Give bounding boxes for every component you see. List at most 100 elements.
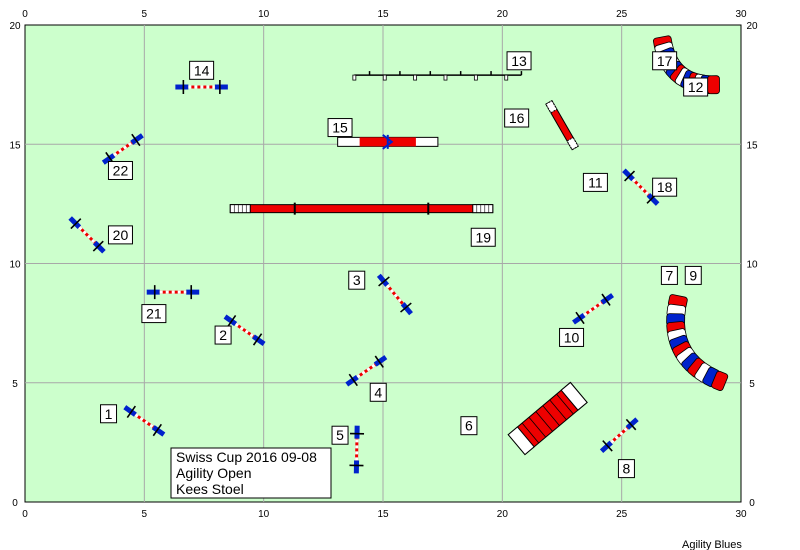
jump-upright: [226, 314, 237, 328]
number-box: [470, 227, 496, 247]
tunnel-segment: [528, 417, 546, 438]
axis-tick-bottom: 30: [735, 509, 747, 520]
jump-upright: [374, 355, 384, 368]
number-label: 5: [336, 427, 344, 443]
weave-pole: [473, 74, 478, 81]
axis-tick-right: 0: [749, 498, 755, 509]
number-box: [214, 325, 232, 345]
class-name: Agility Open: [176, 465, 251, 481]
axis-tick-bottom: 15: [377, 509, 389, 520]
curved-tunnel-segment: [711, 370, 729, 392]
jump-bar-stripes: [134, 413, 155, 429]
judge-name: Kees Stoel: [176, 481, 244, 497]
tunnel-segment: [556, 393, 574, 415]
axis-tick-left: 20: [9, 21, 21, 32]
number-box: [107, 160, 133, 180]
jump-wing: [373, 355, 388, 367]
number-box: [100, 404, 118, 424]
jump-upright: [575, 311, 585, 325]
jump-wing: [101, 153, 116, 165]
tunnel-segment: [542, 405, 560, 426]
jump-bar-stripes: [610, 426, 629, 444]
obstacle-number-18: 18: [652, 177, 678, 197]
jump-upright: [348, 373, 358, 387]
seesaw-obstacle: [337, 134, 439, 150]
jump-upright: [252, 333, 263, 346]
jump-wing: [186, 289, 200, 295]
obstacle-number-16: 16: [504, 108, 530, 128]
obstacle-number-22: 22: [107, 160, 133, 180]
jump-upright: [400, 302, 412, 313]
obstacle-number-8: 8: [617, 459, 635, 479]
number-box: [652, 177, 678, 197]
obstacle-number-12: 12: [683, 77, 709, 97]
number-label: 21: [146, 306, 162, 322]
jump-upright: [126, 405, 137, 419]
jump-wing: [223, 314, 238, 327]
number-box: [331, 425, 349, 445]
weave-pole: [352, 74, 357, 81]
obstacle-number-19: 19: [470, 227, 496, 247]
axis-tick-top: 5: [142, 9, 148, 20]
jump-obstacle: [345, 355, 388, 387]
obstacle-number-7: 7: [660, 265, 678, 285]
number-box: [189, 60, 215, 80]
curved-tunnel-obstacle: [666, 294, 729, 392]
number-box: [141, 304, 167, 324]
number-label: 7: [666, 267, 674, 283]
number-box: [107, 225, 133, 245]
jump-wing: [646, 193, 660, 206]
jump-bar-stripes: [234, 322, 255, 338]
tunnel-segment: [521, 422, 540, 444]
jump-bar-stripes: [113, 141, 133, 157]
jump-upright: [601, 293, 611, 306]
jump-obstacle: [175, 80, 228, 95]
obstacle-number-5: 5: [331, 425, 349, 445]
tunnel-segment: [549, 399, 567, 421]
obstacle-number-3: 3: [348, 270, 366, 290]
number-box: [506, 51, 532, 71]
axis-tick-bottom: 10: [258, 509, 270, 520]
number-box: [504, 108, 530, 128]
obstacle-number-6: 6: [460, 416, 478, 436]
dogwalk-plank: [229, 204, 494, 214]
number-label: 9: [689, 267, 697, 283]
jump-bar-stripes: [78, 226, 96, 244]
number-label: 3: [353, 272, 361, 288]
dogwalk-contact: [229, 204, 251, 214]
axis-tick-top: 0: [22, 9, 28, 20]
jump-wing: [92, 240, 106, 254]
jump-wing: [353, 460, 360, 474]
jump-obstacle: [376, 273, 413, 316]
weave-pole: [443, 74, 448, 81]
jump-obstacle: [349, 425, 365, 474]
obstacle-number-20: 20: [107, 225, 133, 245]
jump-wing: [214, 84, 228, 90]
number-label: 2: [219, 327, 227, 343]
number-label: 8: [623, 461, 631, 477]
number-box: [559, 327, 585, 347]
tunnel-exit: [560, 381, 588, 411]
axis-tick-bottom: 5: [142, 509, 148, 520]
axis-tick-top: 20: [497, 9, 509, 20]
jump-obstacle: [223, 314, 266, 347]
number-box: [617, 459, 635, 479]
jump-wing: [123, 405, 137, 417]
axis-tick-left: 15: [9, 140, 21, 151]
number-label: 17: [657, 53, 673, 69]
axis-tick-top: 30: [735, 9, 747, 20]
jump-bar-stripes: [356, 363, 377, 379]
jump-wing: [600, 293, 615, 305]
jump-bar-stripes: [632, 178, 650, 196]
number-label: 12: [688, 79, 704, 95]
axis-tick-left: 0: [12, 498, 18, 509]
tunnel-obstacle: [507, 381, 588, 456]
axis-tick-top: 25: [616, 9, 628, 20]
dogwalk-contact: [472, 204, 494, 214]
jump-upright: [70, 218, 82, 230]
jump-bar-stripes: [386, 284, 404, 305]
axis-tick-left: 10: [9, 260, 21, 271]
event-title: Swiss Cup 2016 09-08: [176, 449, 317, 465]
number-label: 1: [105, 406, 113, 422]
